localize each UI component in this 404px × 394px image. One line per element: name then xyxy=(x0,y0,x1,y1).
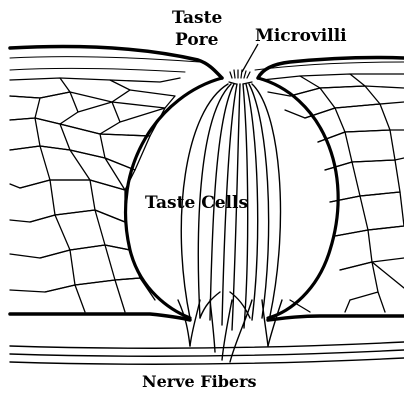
epithelium-left xyxy=(10,57,200,312)
nerve-fibers xyxy=(10,292,404,364)
label-microvilli: Microvilli xyxy=(255,26,347,46)
basement-membrane xyxy=(10,314,404,320)
label-taste-cells: Taste Cells xyxy=(145,193,248,213)
microvilli-pointer xyxy=(242,44,258,72)
label-taste-pore-line2: Pore xyxy=(175,30,219,50)
epithelial-surface xyxy=(10,47,222,79)
label-taste-pore-line1: Taste xyxy=(172,8,222,28)
microvilli-tuft xyxy=(229,70,252,84)
label-nerve-fibers: Nerve Fibers xyxy=(142,372,257,391)
